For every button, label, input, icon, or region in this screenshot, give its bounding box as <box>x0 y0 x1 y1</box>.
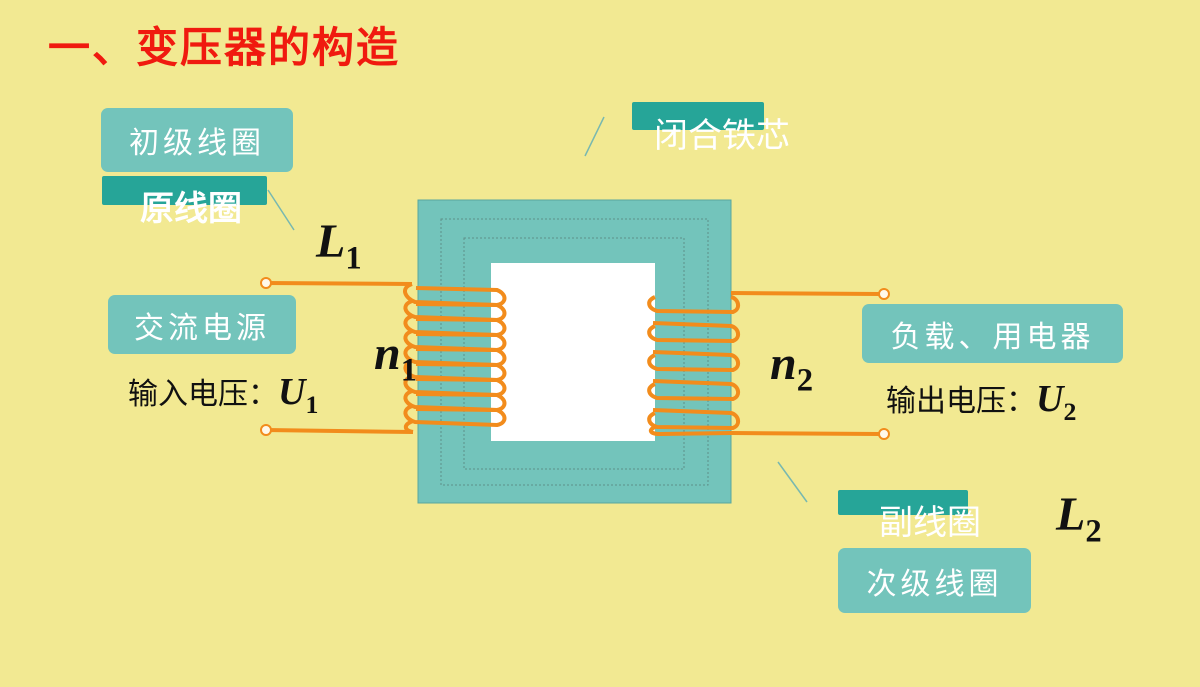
primary-coil-alt-label: 原线圈 <box>140 189 242 229</box>
l2-main: L <box>1056 488 1086 541</box>
u2-symbol: U2 <box>1036 378 1076 426</box>
secondary-coil-tab <box>838 490 968 515</box>
u1-symbol: U1 <box>278 371 318 419</box>
l2-sub: 2 <box>1085 513 1102 550</box>
primary-coil <box>403 282 507 434</box>
primary-top-terminal <box>260 277 272 289</box>
primary-coil-label: 初级线圈 <box>101 108 293 172</box>
secondary-coil-pointer <box>777 461 808 503</box>
core-dashed-outline-outer <box>440 218 709 486</box>
page-title: 一、变压器的构造 <box>48 23 401 72</box>
secondary-top-wire <box>730 291 881 296</box>
ac-source-label: 交流电源 <box>108 295 296 354</box>
l2-symbol: L2 <box>1056 487 1102 550</box>
n2-main: n <box>770 337 797 390</box>
primary-coil-tab <box>102 176 267 205</box>
n1-symbol: n1 <box>374 326 417 389</box>
n1-sub: 1 <box>400 352 418 389</box>
core-tab <box>632 102 764 130</box>
output-voltage-label: 输出电压：U2 <box>886 376 1076 427</box>
n2-symbol: n2 <box>770 336 813 399</box>
u1-main: U <box>278 371 306 413</box>
secondary-top-terminal <box>878 288 890 300</box>
secondary-coil <box>647 295 740 437</box>
primary-bottom-wire <box>265 428 414 434</box>
primary-bottom-terminal <box>260 424 272 436</box>
core-label: 闭合铁芯 <box>654 116 790 156</box>
n2-sub: 2 <box>796 362 814 399</box>
output-voltage-text: 输出电压： <box>886 384 1036 419</box>
u1-sub: 1 <box>305 390 319 420</box>
u2-sub: 2 <box>1063 397 1077 427</box>
secondary-bottom-wire <box>731 431 881 436</box>
core-dashed-outline-inner <box>463 237 685 470</box>
load-label: 负载、用电器 <box>862 304 1123 363</box>
secondary-coil-alt-label: 副线圈 <box>879 503 981 543</box>
core-inner-window <box>491 263 655 441</box>
core-pointer <box>584 116 605 157</box>
primary-top-wire <box>265 281 413 286</box>
secondary-bottom-terminal <box>878 428 890 440</box>
n1-main: n <box>374 327 401 380</box>
primary-coil-pointer <box>267 189 295 231</box>
input-voltage-text: 输入电压： <box>128 377 278 412</box>
input-voltage-label: 输入电压：U1 <box>128 369 318 420</box>
l1-symbol: L1 <box>316 214 362 277</box>
secondary-coil-label: 次级线圈 <box>838 548 1031 613</box>
l1-main: L <box>316 215 346 268</box>
l1-sub: 1 <box>345 240 362 277</box>
u2-main: U <box>1036 378 1064 420</box>
